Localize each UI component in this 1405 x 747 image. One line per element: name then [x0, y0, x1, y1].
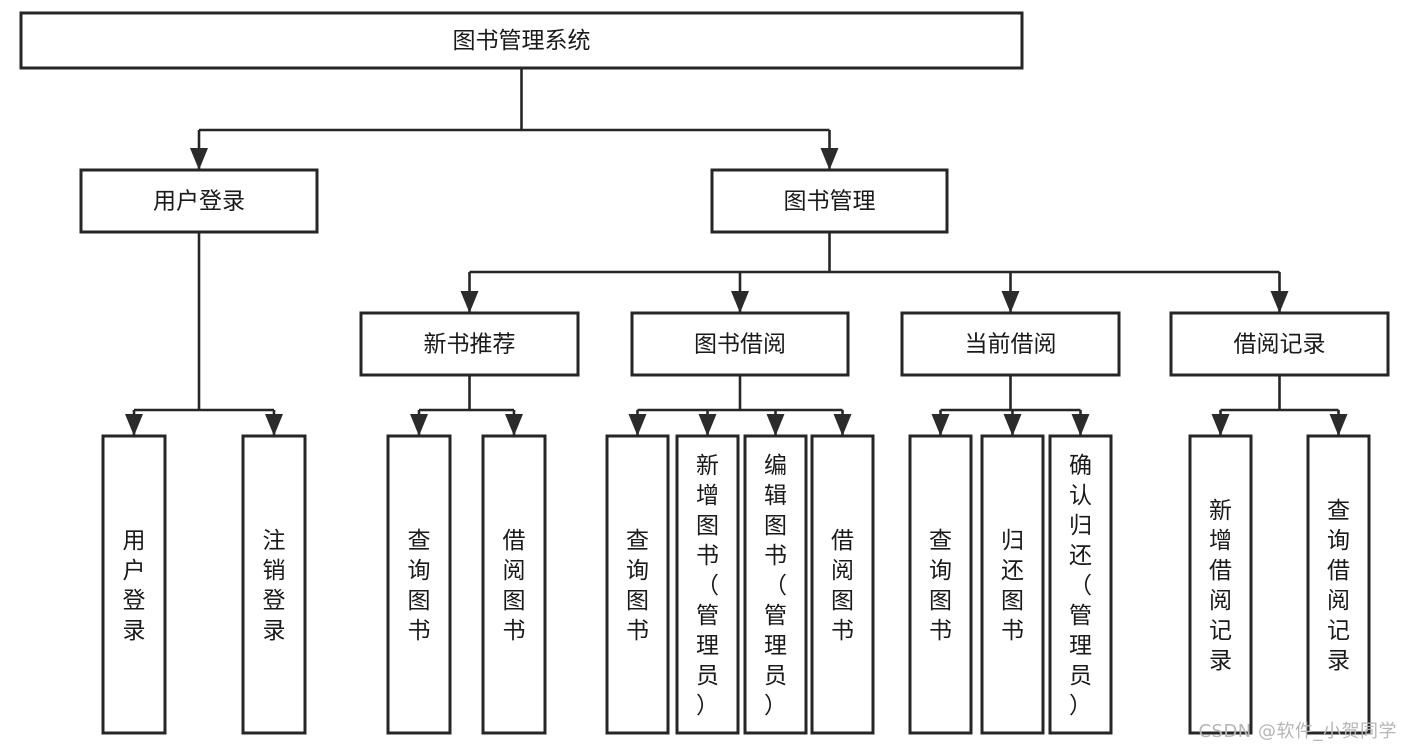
node-borrow-record[interactable]: 借阅记录: [1169, 311, 1390, 377]
arrowhead-new-book-recommend-0: [410, 414, 428, 436]
node-label-book-management: 图书管理: [784, 189, 876, 215]
arrowhead-book-management-2: [1001, 291, 1020, 313]
csdn-watermark: CSDN @软件_小贺同学: [1198, 721, 1397, 742]
node-label-leaf-return-book: 归还图书: [1001, 528, 1024, 644]
arrowhead-root-0: [190, 148, 208, 170]
node-root[interactable]: 图书管理系统: [19, 11, 1024, 70]
node-leaf-query-book-3[interactable]: 查询图书: [908, 434, 973, 735]
node-label-user-login: 用户登录: [153, 189, 245, 215]
node-box-leaf-confirm-return: [1048, 434, 1113, 735]
arrowhead-book-borrow-3: [833, 414, 852, 436]
node-new-book-recommend[interactable]: 新书推荐: [359, 311, 580, 377]
arrowhead-book-borrow-2: [766, 414, 785, 436]
arrowhead-book-borrow-0: [628, 414, 647, 436]
node-label-new-book-recommend: 新书推荐: [424, 332, 516, 358]
node-label-leaf-add-book: 新增图书（管理员）: [696, 453, 719, 719]
node-label-leaf-edit-book: 编辑图书（管理员）: [764, 453, 787, 719]
connector-layer: [125, 68, 1348, 436]
node-label-leaf-add-record: 新增借阅记录: [1209, 498, 1232, 674]
node-box-leaf-borrow-book-1: [481, 434, 547, 735]
arrowhead-user-login-1: [265, 414, 283, 436]
node-leaf-query-book-1[interactable]: 查询图书: [386, 434, 452, 735]
node-leaf-borrow-book-2[interactable]: 借阅图书: [810, 434, 875, 735]
arrowhead-current-borrow-0: [931, 414, 950, 436]
node-label-leaf-user-logout: 注销登录: [263, 528, 286, 644]
arrowhead-book-borrow-1: [698, 414, 717, 436]
node-label-root: 图书管理系统: [453, 28, 591, 54]
node-label-borrow-record: 借阅记录: [1234, 332, 1326, 358]
arrowhead-user-login-0: [125, 414, 143, 436]
node-leaf-add-record[interactable]: 新增借阅记录: [1188, 434, 1253, 735]
node-label-book-borrow: 图书借阅: [694, 332, 786, 358]
node-leaf-query-record[interactable]: 查询借阅记录: [1306, 434, 1371, 735]
node-label-leaf-query-record: 查询借阅记录: [1327, 498, 1350, 674]
node-leaf-add-book[interactable]: 新增图书（管理员）: [675, 434, 740, 735]
node-label-current-borrow: 当前借阅: [965, 332, 1057, 358]
node-box-user-login: [79, 168, 319, 234]
node-leaf-query-book-2[interactable]: 查询图书: [605, 434, 670, 735]
node-box-leaf-return-book: [980, 434, 1045, 735]
node-user-login[interactable]: 用户登录: [79, 168, 319, 234]
node-box-book-borrow: [630, 311, 850, 377]
node-box-root: [19, 11, 1024, 70]
node-box-leaf-query-book-3: [908, 434, 973, 735]
arrowhead-current-borrow-2: [1071, 414, 1090, 436]
node-box-leaf-query-record: [1306, 434, 1371, 735]
node-leaf-borrow-book-1[interactable]: 借阅图书: [481, 434, 547, 735]
node-leaf-return-book[interactable]: 归还图书: [980, 434, 1045, 735]
node-box-leaf-user-logout: [241, 434, 307, 735]
node-label-leaf-query-book-1: 查询图书: [408, 528, 431, 644]
arrowhead-book-management-1: [731, 291, 749, 313]
node-leaf-confirm-return[interactable]: 确认归还（管理员）: [1048, 434, 1113, 735]
arrowhead-book-management-0: [460, 291, 479, 313]
node-box-book-management: [710, 168, 949, 234]
node-label-leaf-query-book-3: 查询图书: [929, 528, 952, 644]
arrowhead-new-book-recommend-1: [505, 414, 523, 436]
node-box-leaf-edit-book: [743, 434, 808, 735]
node-box-current-borrow: [900, 311, 1121, 377]
node-label-leaf-borrow-book-2: 借阅图书: [831, 528, 854, 644]
node-leaf-edit-book[interactable]: 编辑图书（管理员）: [743, 434, 808, 735]
node-box-leaf-borrow-book-2: [810, 434, 875, 735]
node-box-leaf-query-book-2: [605, 434, 670, 735]
node-box-leaf-add-record: [1188, 434, 1253, 735]
node-label-leaf-query-book-2: 查询图书: [626, 528, 649, 644]
node-leaf-user-logout[interactable]: 注销登录: [241, 434, 307, 735]
arrowhead-borrow-record-1: [1329, 414, 1348, 436]
node-layer: 图书管理系统用户登录图书管理新书推荐图书借阅当前借阅借阅记录用户登录注销登录查询…: [19, 11, 1390, 735]
node-book-management[interactable]: 图书管理: [710, 168, 949, 234]
node-box-leaf-add-book: [675, 434, 740, 735]
node-box-leaf-user-login: [101, 434, 167, 735]
node-label-leaf-borrow-book-1: 借阅图书: [503, 528, 526, 644]
node-box-new-book-recommend: [359, 311, 580, 377]
node-book-borrow[interactable]: 图书借阅: [630, 311, 850, 377]
node-current-borrow[interactable]: 当前借阅: [900, 311, 1121, 377]
arrowhead-borrow-record-0: [1211, 414, 1230, 436]
node-box-borrow-record: [1169, 311, 1390, 377]
arrowhead-book-management-3: [1270, 291, 1289, 313]
node-leaf-user-login[interactable]: 用户登录: [101, 434, 167, 735]
arrowhead-current-borrow-1: [1003, 414, 1022, 436]
arrowhead-root-1: [820, 148, 839, 170]
node-box-leaf-query-book-1: [386, 434, 452, 735]
node-label-leaf-user-login: 用户登录: [123, 528, 146, 644]
node-label-leaf-confirm-return: 确认归还（管理员）: [1069, 453, 1092, 719]
